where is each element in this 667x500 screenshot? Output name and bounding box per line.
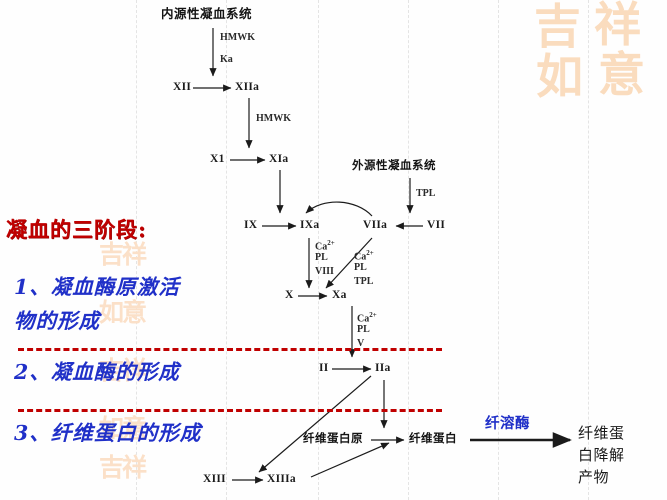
stage-1-number: 1、: [14, 275, 51, 299]
stage-2-number: 2、: [14, 360, 51, 384]
cofactor-hmwk-top: HMWK: [220, 32, 255, 43]
factor-vii: VII: [427, 219, 446, 231]
factor-xiiia: XIIIa: [267, 473, 296, 485]
factor-xa: Xa: [332, 289, 347, 301]
page-title: 凝血的三阶段:: [6, 217, 147, 242]
background-guide-line: [318, 0, 319, 500]
seal-watermark-icon: 如意: [98, 298, 147, 327]
cofactor-extrinsic-pl: PL: [354, 262, 367, 273]
cofactor-extrinsic-ca: Ca2+: [354, 249, 374, 263]
extrinsic-pathway-title: 外源性凝血系统: [352, 158, 436, 172]
stage-3-number: 3、: [14, 421, 51, 445]
cofactor-prothrombinase-ca: Ca2+: [357, 311, 377, 325]
stage-1-text-line1: 凝血酶原激活: [50, 275, 180, 299]
factor-xiia: XIIa: [235, 81, 260, 93]
cofactor-prothrombinase-v: V: [357, 338, 365, 349]
stage-3-text-line1: 纤维蛋白的形成: [50, 421, 202, 445]
seal-watermark-icon: 吉祥: [98, 453, 147, 482]
background-guide-line: [408, 0, 409, 500]
fibrin-label: 纤维蛋白: [409, 431, 457, 445]
stage-2-line-1: 2、凝血酶的形成: [14, 362, 180, 383]
fibrinolysin-label: 纤溶酶: [485, 416, 530, 432]
factor-viia: VIIa: [363, 219, 388, 231]
cofactor-hmwk-mid: HMWK: [256, 113, 291, 124]
cofactor-tpl-extrinsic: TPL: [416, 188, 436, 199]
background-guide-line: [136, 0, 137, 500]
factor-iia: IIa: [375, 362, 391, 374]
background-guide-line: [498, 0, 499, 500]
stage-1-line-2: 物的形成: [14, 309, 100, 333]
stage-1-line-1: 1、凝血酶原激活: [14, 277, 180, 298]
factor-xi: X1: [210, 153, 225, 165]
factor-x: X: [285, 289, 294, 301]
factor-ii: II: [319, 362, 329, 374]
stage-3-line-1: 3、纤维蛋白的形成: [14, 423, 201, 444]
cofactor-intrinsic-viii: VIII: [315, 266, 334, 277]
background-guide-line: [226, 0, 227, 500]
fibrinogen-label: 纤维蛋白原: [303, 431, 363, 445]
cofactor-extrinsic-tpl: TPL: [354, 276, 374, 287]
cofactor-intrinsic-ca: Ca2+: [315, 239, 335, 253]
stage-separator-2: [18, 409, 442, 412]
cofactor-prothrombinase-pl: PL: [357, 324, 370, 335]
decorative-seal-icon: 吉 祥 如 意: [534, 0, 646, 105]
background-guide-line: [588, 0, 589, 500]
factor-xiii: XIII: [203, 473, 226, 485]
stage-separator-1: [18, 348, 442, 351]
factor-xii: XII: [173, 81, 192, 93]
cofactor-ka: Ka: [220, 54, 233, 65]
factor-xia: XIa: [269, 153, 289, 165]
stage-2-text-line1: 凝血酶的形成: [50, 360, 180, 384]
fibrin-degradation-product-label: 纤维蛋 白降解 产物: [578, 424, 625, 486]
factor-ixa: IXa: [300, 219, 320, 231]
intrinsic-pathway-title: 内源性凝血系统: [161, 6, 253, 21]
cofactor-intrinsic-pl: PL: [315, 252, 328, 263]
factor-ix: IX: [244, 219, 258, 231]
